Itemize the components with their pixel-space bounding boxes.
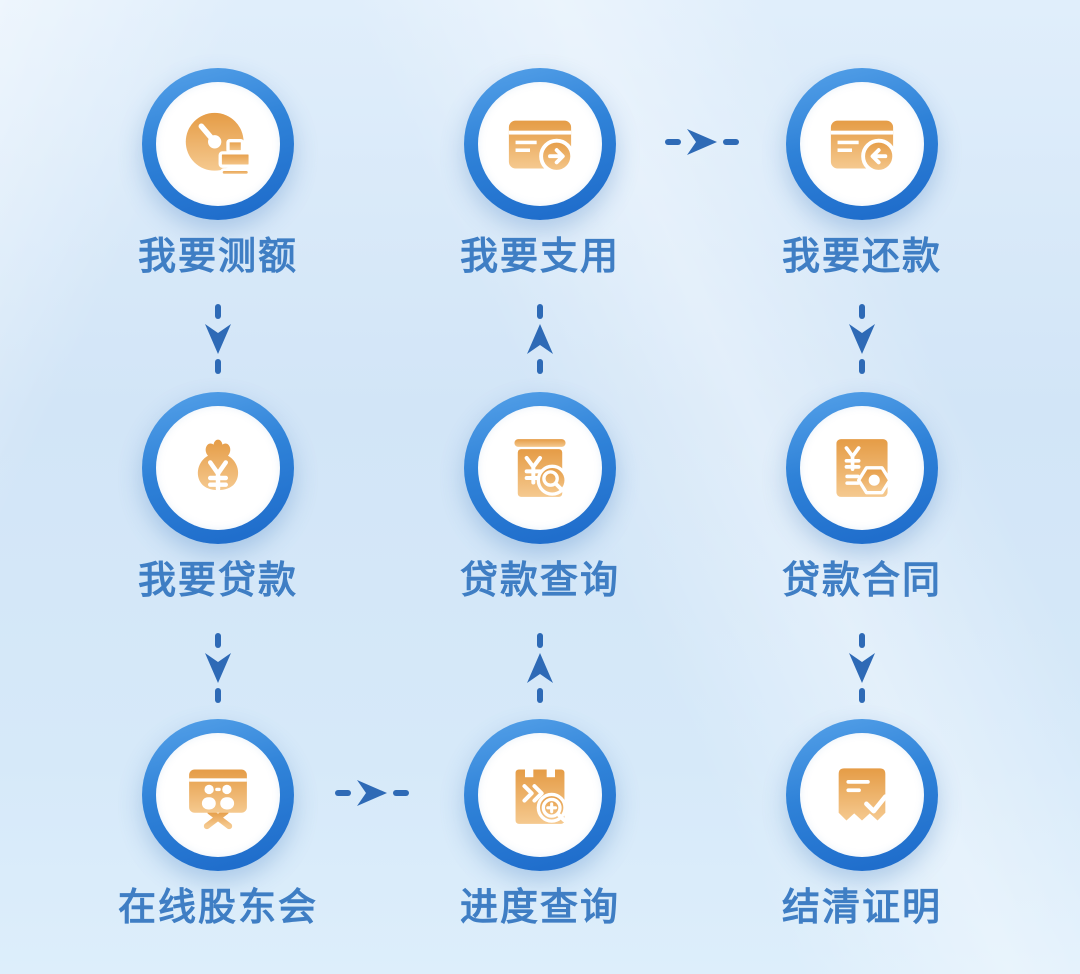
feature-circle[interactable]: [142, 719, 294, 871]
feature-progress-query[interactable]: 进度查询: [410, 719, 670, 930]
arrow-dash: [215, 688, 221, 703]
arrow-dash: [335, 790, 351, 796]
feature-loan-contract[interactable]: 贷款合同: [732, 392, 992, 603]
feature-circle[interactable]: [142, 392, 294, 544]
arrow-dash: [859, 304, 865, 319]
arrow-dash: [723, 139, 739, 145]
arrow-up-icon: [527, 324, 553, 354]
feature-loan-query[interactable]: 贷款查询: [410, 392, 670, 603]
feature-label: 我要贷款: [137, 560, 298, 602]
arrow-dash: [215, 633, 221, 648]
arrow-contract-to-settlement: [845, 633, 879, 703]
feature-circle-inner: [156, 82, 280, 206]
arrow-shareholders-to-progress: [335, 778, 409, 808]
gauge-stamp-icon: [185, 112, 252, 177]
feature-circle[interactable]: [142, 68, 294, 220]
arrow-right-icon: [357, 780, 387, 806]
feature-circle[interactable]: [464, 68, 616, 220]
feature-circle-inner: [800, 82, 924, 206]
arrow-down-icon: [849, 653, 875, 683]
feature-label: 进度查询: [459, 887, 620, 929]
feature-label: 我要还款: [781, 236, 942, 278]
arrow-dash: [665, 139, 681, 145]
feature-circle[interactable]: [464, 719, 616, 871]
feature-circle[interactable]: [464, 392, 616, 544]
feature-measure-quota[interactable]: 我要测额: [88, 68, 348, 279]
contract-seal-icon: [836, 439, 892, 497]
feature-circle-inner: [478, 733, 602, 857]
feature-online-shareholders-meeting[interactable]: 在线股东会: [88, 719, 348, 930]
feature-label: 贷款查询: [459, 560, 620, 602]
feature-label: 我要测额: [137, 236, 298, 278]
arrow-drawdown-to-repay: [665, 127, 739, 157]
arrow-down-icon: [849, 324, 875, 354]
arrow-dash: [537, 359, 543, 374]
card-arrow-left-icon: [830, 120, 897, 174]
arrow-down-icon: [205, 324, 231, 354]
feature-circle-inner: [478, 406, 602, 530]
arrow-repay-to-contract: [845, 304, 879, 374]
arrow-dash: [537, 633, 543, 648]
feature-circle-inner: [156, 733, 280, 857]
arrow-dash: [537, 304, 543, 319]
progress-search-icon: [515, 769, 567, 824]
meeting-board-icon: [189, 769, 247, 830]
arrow-dash: [215, 359, 221, 374]
card-arrow-right-icon: [508, 120, 575, 174]
feature-circle-inner: [156, 406, 280, 530]
arrow-measure-to-apply: [201, 304, 235, 374]
arrow-apply-to-shareholders: [201, 633, 235, 703]
money-bag-yuan-icon: [197, 439, 239, 492]
arrow-progress-to-loanquery: [523, 633, 557, 703]
feature-circle-inner: [800, 406, 924, 530]
feature-circle-inner: [478, 82, 602, 206]
feature-apply-loan[interactable]: 我要贷款: [88, 392, 348, 603]
receipt-check-icon: [838, 768, 888, 821]
feature-circle[interactable]: [786, 68, 938, 220]
arrow-dash: [859, 633, 865, 648]
arrow-down-icon: [205, 653, 231, 683]
feature-drawdown[interactable]: 我要支用: [410, 68, 670, 279]
arrow-dash: [859, 359, 865, 374]
arrow-loanquery-to-drawdown: [523, 304, 557, 374]
feature-circle[interactable]: [786, 719, 938, 871]
arrow-dash: [215, 304, 221, 319]
feature-label: 贷款合同: [781, 560, 942, 602]
arrow-dash: [537, 688, 543, 703]
feature-repay[interactable]: 我要还款: [732, 68, 992, 279]
loan-search-icon: [514, 439, 568, 497]
feature-label: 我要支用: [459, 236, 620, 278]
arrow-right-icon: [687, 129, 717, 155]
arrow-dash: [393, 790, 409, 796]
feature-settlement-certificate[interactable]: 结清证明: [732, 719, 992, 930]
feature-circle[interactable]: [786, 392, 938, 544]
arrow-up-icon: [527, 653, 553, 683]
feature-circle-inner: [800, 733, 924, 857]
arrow-dash: [859, 688, 865, 703]
feature-label: 结清证明: [781, 887, 942, 929]
feature-label: 在线股东会: [117, 887, 318, 929]
